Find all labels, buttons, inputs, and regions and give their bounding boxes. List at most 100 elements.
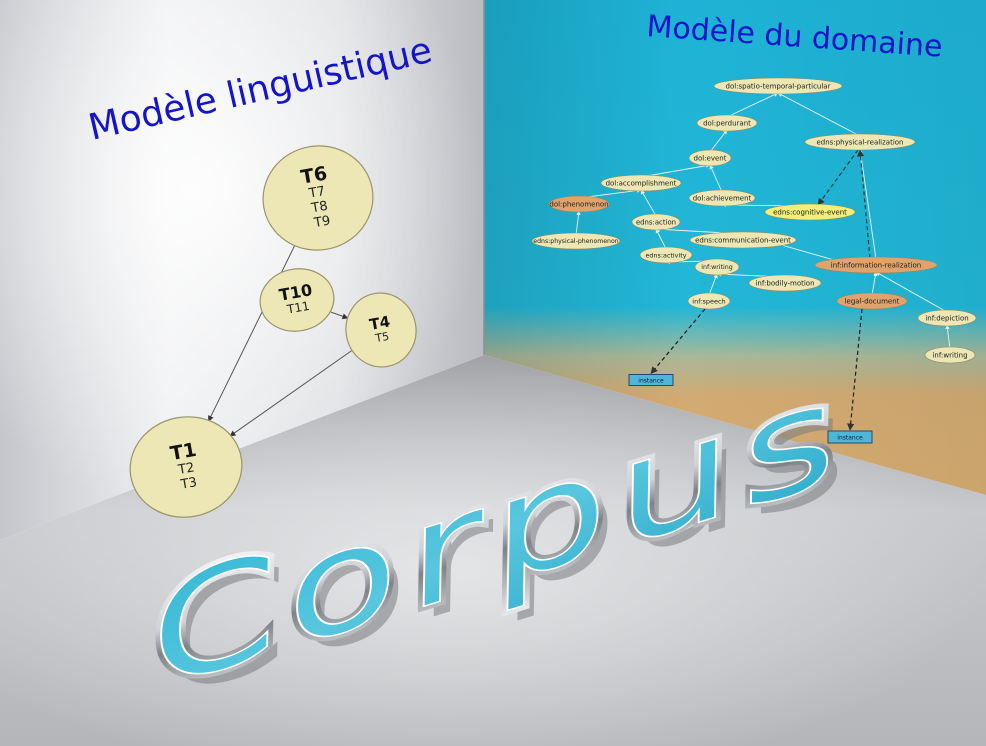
linguistic-node-term: T9 [312, 214, 332, 232]
linguistic-node-term: T7 [307, 184, 327, 202]
left-wall-glow [0, 0, 484, 540]
domain-edge [655, 228, 667, 250]
domain-node-label: legal-document [845, 297, 900, 305]
instance-box: instance [827, 430, 873, 444]
domain-graph: dol:spatio-temporal-particular dol:perdur… [531, 77, 977, 444]
domain-node-shape [694, 258, 740, 276]
domain-edge [726, 92, 779, 118]
domain-node-label: inf:writing [701, 264, 733, 271]
domain-edge [640, 189, 657, 217]
linguistic-node-shape [129, 416, 243, 518]
domain-node: edns:activity [639, 246, 693, 264]
domain-node: dol:event [688, 149, 732, 167]
domain-node-label: edns:communication-event [695, 236, 791, 244]
domain-node-label: inf:writing [932, 351, 967, 359]
instance-link [847, 308, 863, 431]
domain-dashed-link [817, 149, 859, 206]
domain-edge [575, 210, 581, 236]
domain-node-label: inf:depiction [925, 314, 968, 322]
floor-glow [0, 355, 986, 746]
domain-node-shape [600, 174, 682, 192]
linguistic-node-term: T2 [176, 460, 196, 478]
domain-node-shape [639, 246, 693, 264]
domain-node: edns:action [631, 213, 681, 231]
domain-node: inf:information-realization [814, 256, 938, 274]
domain-node: dol:accomplishment [600, 174, 682, 192]
domain-node-label: dol:phenomenon [549, 200, 608, 208]
domain-node: edns:cognitive-event [764, 203, 856, 221]
domain-node: inf:speech [687, 292, 731, 310]
domain-edge [640, 163, 711, 178]
domain-node-shape [688, 149, 732, 167]
linguistic-node-term: T8 [309, 199, 329, 217]
linguistic-node-head: T4 [368, 312, 391, 333]
domain-node: inf:writing [694, 258, 740, 276]
domain-node-shape [764, 203, 856, 221]
domain-node-label: edns:activity [645, 251, 686, 259]
domain-node: legal-document [836, 292, 908, 310]
linguistic-edge [330, 311, 349, 320]
domain-node: dol:phenomenon [548, 195, 610, 213]
domain-node-label: edns:physical-phenomenon [533, 238, 618, 245]
domain-node: dol:spatio-temporal-particular [713, 77, 843, 95]
linguistic-node-term: T5 [373, 330, 390, 345]
domain-node-label: inf:information-realization [831, 261, 921, 269]
instance-box-shape [827, 430, 873, 444]
linguistic-node-head: T6 [299, 162, 329, 188]
linguistic-node-shape [262, 145, 374, 251]
domain-edge [875, 271, 948, 313]
domain-node: edns:physical-phenomenon [531, 232, 621, 250]
domain-node-shape [748, 274, 822, 292]
domain-node-shape [687, 292, 731, 310]
domain-node: edns:communication-event [689, 231, 797, 249]
domain-node-label: dol:perdurant [703, 119, 751, 127]
domain-node-label: dol:accomplishment [606, 179, 677, 187]
domain-node: inf:depiction [917, 309, 977, 327]
instance-box-shape [628, 374, 674, 386]
instance-box-label: instance [638, 378, 664, 385]
linguistic-node-term: T11 [285, 299, 311, 317]
domain-node-label: dol:spatio-temporal-particular [726, 82, 831, 90]
domain-node-shape [713, 77, 843, 95]
domain-node: dol:perdurant [696, 114, 758, 132]
domain-edge [777, 92, 861, 137]
linguistic-node-shape [259, 268, 335, 332]
domain-edge [871, 271, 878, 296]
domain-node-label: edns:action [636, 218, 676, 226]
domain-node-shape [531, 232, 621, 250]
domain-node-shape [804, 133, 916, 151]
linguistic-edge [229, 350, 353, 437]
domain-node: edns:physical-realization [804, 133, 916, 151]
linguistic-node-head: T1 [169, 439, 199, 465]
domain-node-shape [548, 195, 610, 213]
domain-node: dol:achievement [688, 189, 756, 207]
instance-box-label: instance [837, 435, 863, 442]
domain-node: inf:writing [924, 346, 976, 364]
instance-link [650, 308, 706, 375]
domain-node: inf:bodily-motion [748, 274, 822, 292]
domain-edge [945, 324, 951, 350]
domain-node-shape [917, 309, 977, 327]
domain-node-shape [836, 292, 908, 310]
linguistic-node-term: T3 [179, 475, 199, 493]
domain-node-label: dol:event [694, 154, 727, 162]
domain-node-shape [924, 346, 976, 364]
domain-node-shape [814, 256, 938, 274]
domain-edge [858, 148, 877, 260]
linguistic-node-shape [345, 292, 417, 368]
domain-edge [709, 129, 728, 153]
domain-node-label: inf:speech [692, 297, 725, 305]
domain-node-shape [631, 213, 681, 231]
instance-box: instance [628, 374, 674, 386]
domain-node-shape [689, 231, 797, 249]
domain-node-shape [688, 189, 756, 207]
domain-node-label: edns:cognitive-event [773, 208, 847, 216]
domain-node-label: dol:achievement [693, 194, 752, 202]
domain-edge [709, 164, 723, 193]
